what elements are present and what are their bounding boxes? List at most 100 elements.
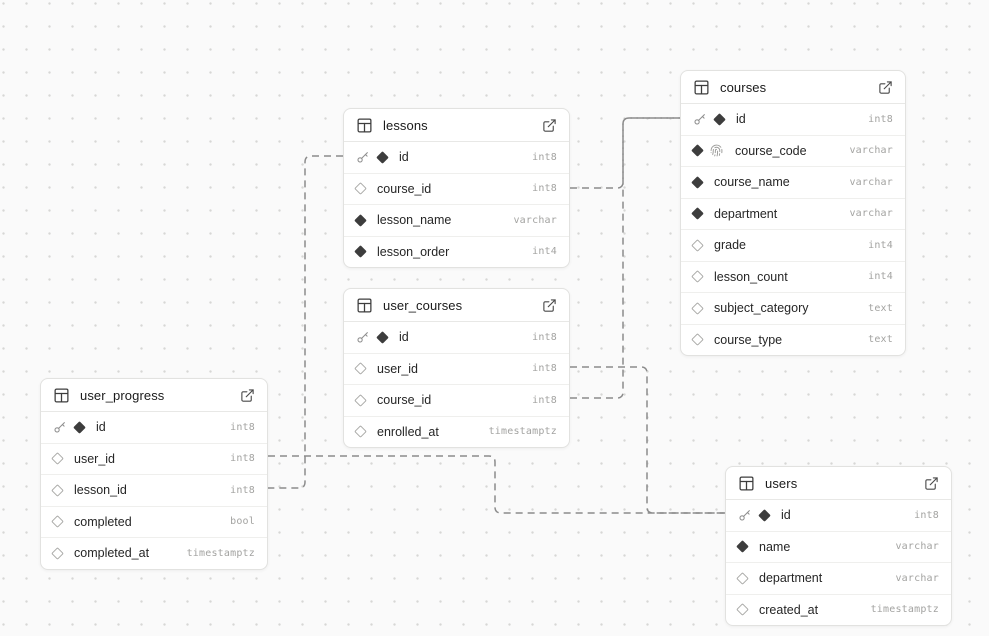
table-row: department varchar [726,562,951,594]
edge-user_courses-user_id-users-id [570,366,725,514]
table-card-user-courses[interactable]: user_courses id int8 user_id int8 course… [343,288,570,448]
not-null-diamond-icon [354,245,367,259]
nullable-diamond-icon [691,301,704,315]
table-row: id int8 [726,500,951,531]
column-name: enrolled_at [377,424,439,439]
nullable-diamond-icon [51,515,64,529]
open-table-button[interactable] [542,118,557,133]
column-type: int8 [230,453,255,465]
edge-user_courses-course_id-courses-id [570,117,680,399]
nullable-diamond-icon [691,333,704,347]
column-name: completed [74,514,132,529]
column-type: text [868,334,893,346]
table-row: course_code varchar [681,134,905,167]
column-name: created_at [759,602,819,617]
primary-key-icon [357,152,368,163]
table-row: lesson_name varchar [344,204,569,236]
open-table-button[interactable] [878,80,893,95]
column-name: lesson_order [377,244,450,259]
not-null-diamond-icon [758,508,771,522]
table-title: courses [720,79,767,95]
table-row: completed_at timestamptz [41,537,267,569]
table-row: enrolled_at timestamptz [344,415,569,448]
column-name: id [781,508,791,523]
table-icon [357,117,372,133]
column-type: int8 [868,113,893,125]
edge-lessons-id-user_progress-lesson_id [268,155,343,489]
table-row: course_id int8 [344,384,569,416]
nullable-diamond-icon [51,546,64,560]
not-null-diamond-icon [713,112,726,126]
nullable-diamond-icon [691,238,704,252]
table-row: created_at timestamptz [726,593,951,626]
column-name: completed_at [74,546,150,561]
column-name: course_code [735,143,807,158]
open-table-button[interactable] [924,476,939,491]
nullable-diamond-icon [736,571,749,585]
column-type: int8 [230,421,255,433]
column-type: int8 [914,509,939,521]
column-type: varchar [895,572,939,584]
external-link-icon [879,80,892,94]
nullable-diamond-icon [736,603,749,617]
table-rows: id int8 course_id int8 lesson_name varch… [344,142,569,267]
column-type: int8 [230,484,255,496]
table-header: user_courses [344,289,569,322]
nullable-diamond-icon [51,483,64,497]
column-name: lesson_name [377,213,452,228]
column-name: name [759,539,791,554]
external-link-icon [241,388,254,402]
column-type: int4 [868,239,893,251]
column-name: course_id [377,393,432,408]
external-link-icon [925,476,938,490]
column-type: int8 [532,331,557,343]
column-name: subject_category [714,301,809,316]
nullable-diamond-icon [691,270,704,284]
column-name: course_name [714,175,790,190]
nullable-diamond-icon [354,425,367,439]
table-rows: id int8 user_id int8 lesson_id int8 comp… [41,412,267,569]
table-card-user-progress[interactable]: user_progress id int8 user_id int8 lesso… [40,378,268,570]
column-type: timestamptz [488,426,557,438]
table-row: completed bool [41,505,267,538]
open-table-button[interactable] [240,388,255,403]
table-row: lesson_id int8 [41,474,267,506]
column-type: int4 [868,271,893,283]
column-type: bool [230,516,255,528]
column-name: user_id [74,451,115,466]
table-row: subject_category text [681,292,905,324]
column-name: course_type [714,332,783,347]
column-type: varchar [895,541,939,553]
column-type: int8 [532,394,557,406]
column-name: user_id [377,361,418,376]
table-title: user_courses [383,297,463,313]
table-row: grade int4 [681,229,905,261]
table-icon [694,79,709,95]
column-name: department [714,206,778,221]
table-card-users[interactable]: users id int8 name varchar department va… [725,466,952,626]
column-type: varchar [849,208,893,220]
not-null-diamond-icon [376,330,389,344]
column-name: id [399,150,409,165]
table-row: lesson_count int4 [681,260,905,293]
table-row: user_id int8 [41,442,267,475]
table-row: lesson_order int4 [344,235,569,268]
column-type: timestamptz [870,604,939,616]
column-type: int8 [532,363,557,375]
column-name: id [399,330,409,345]
open-table-button[interactable] [542,298,557,313]
table-row: id int8 [41,412,267,443]
table-row: user_id int8 [344,352,569,385]
nullable-diamond-icon [354,362,367,376]
column-name: grade [714,238,746,253]
column-name: course_id [377,181,432,196]
table-row: id int8 [344,322,569,353]
column-type: int4 [532,246,557,258]
primary-key-icon [694,114,705,125]
table-icon [357,297,372,313]
table-card-courses[interactable]: courses id int8 course_code varchar cour… [680,70,906,356]
table-row: course_id int8 [344,172,569,205]
table-card-lessons[interactable]: lessons id int8 course_id int8 lesson_na… [343,108,570,268]
table-header: users [726,467,951,500]
